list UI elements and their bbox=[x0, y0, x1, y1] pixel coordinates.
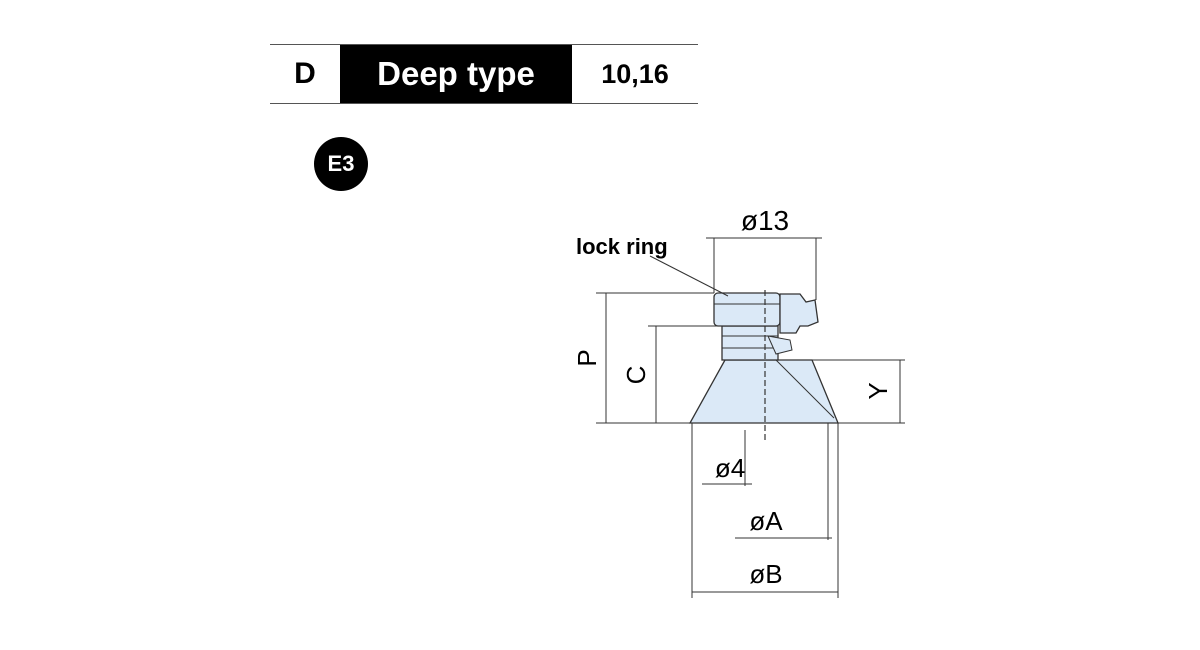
dim-4-label: ø4 bbox=[715, 453, 745, 483]
dim-c-label: C bbox=[621, 366, 651, 385]
dim-top-label: ø13 bbox=[741, 205, 789, 236]
body-details bbox=[714, 303, 835, 419]
series-letter: D bbox=[294, 57, 316, 90]
title-bar: D Deep type 10,16 bbox=[270, 44, 698, 104]
dim-a-label: øA bbox=[749, 506, 783, 536]
dim-b-label: øB bbox=[749, 559, 782, 589]
material-badge: E3 bbox=[314, 137, 368, 191]
suction-cup-body bbox=[688, 292, 839, 424]
dim-y-label: Y bbox=[863, 382, 893, 399]
type-label: Deep type bbox=[340, 45, 572, 103]
size-list: 10,16 bbox=[601, 59, 669, 89]
dim-p-label: P bbox=[572, 349, 602, 366]
lock-ring-callout: lock ring bbox=[576, 234, 668, 259]
dimension-lines bbox=[596, 237, 905, 598]
